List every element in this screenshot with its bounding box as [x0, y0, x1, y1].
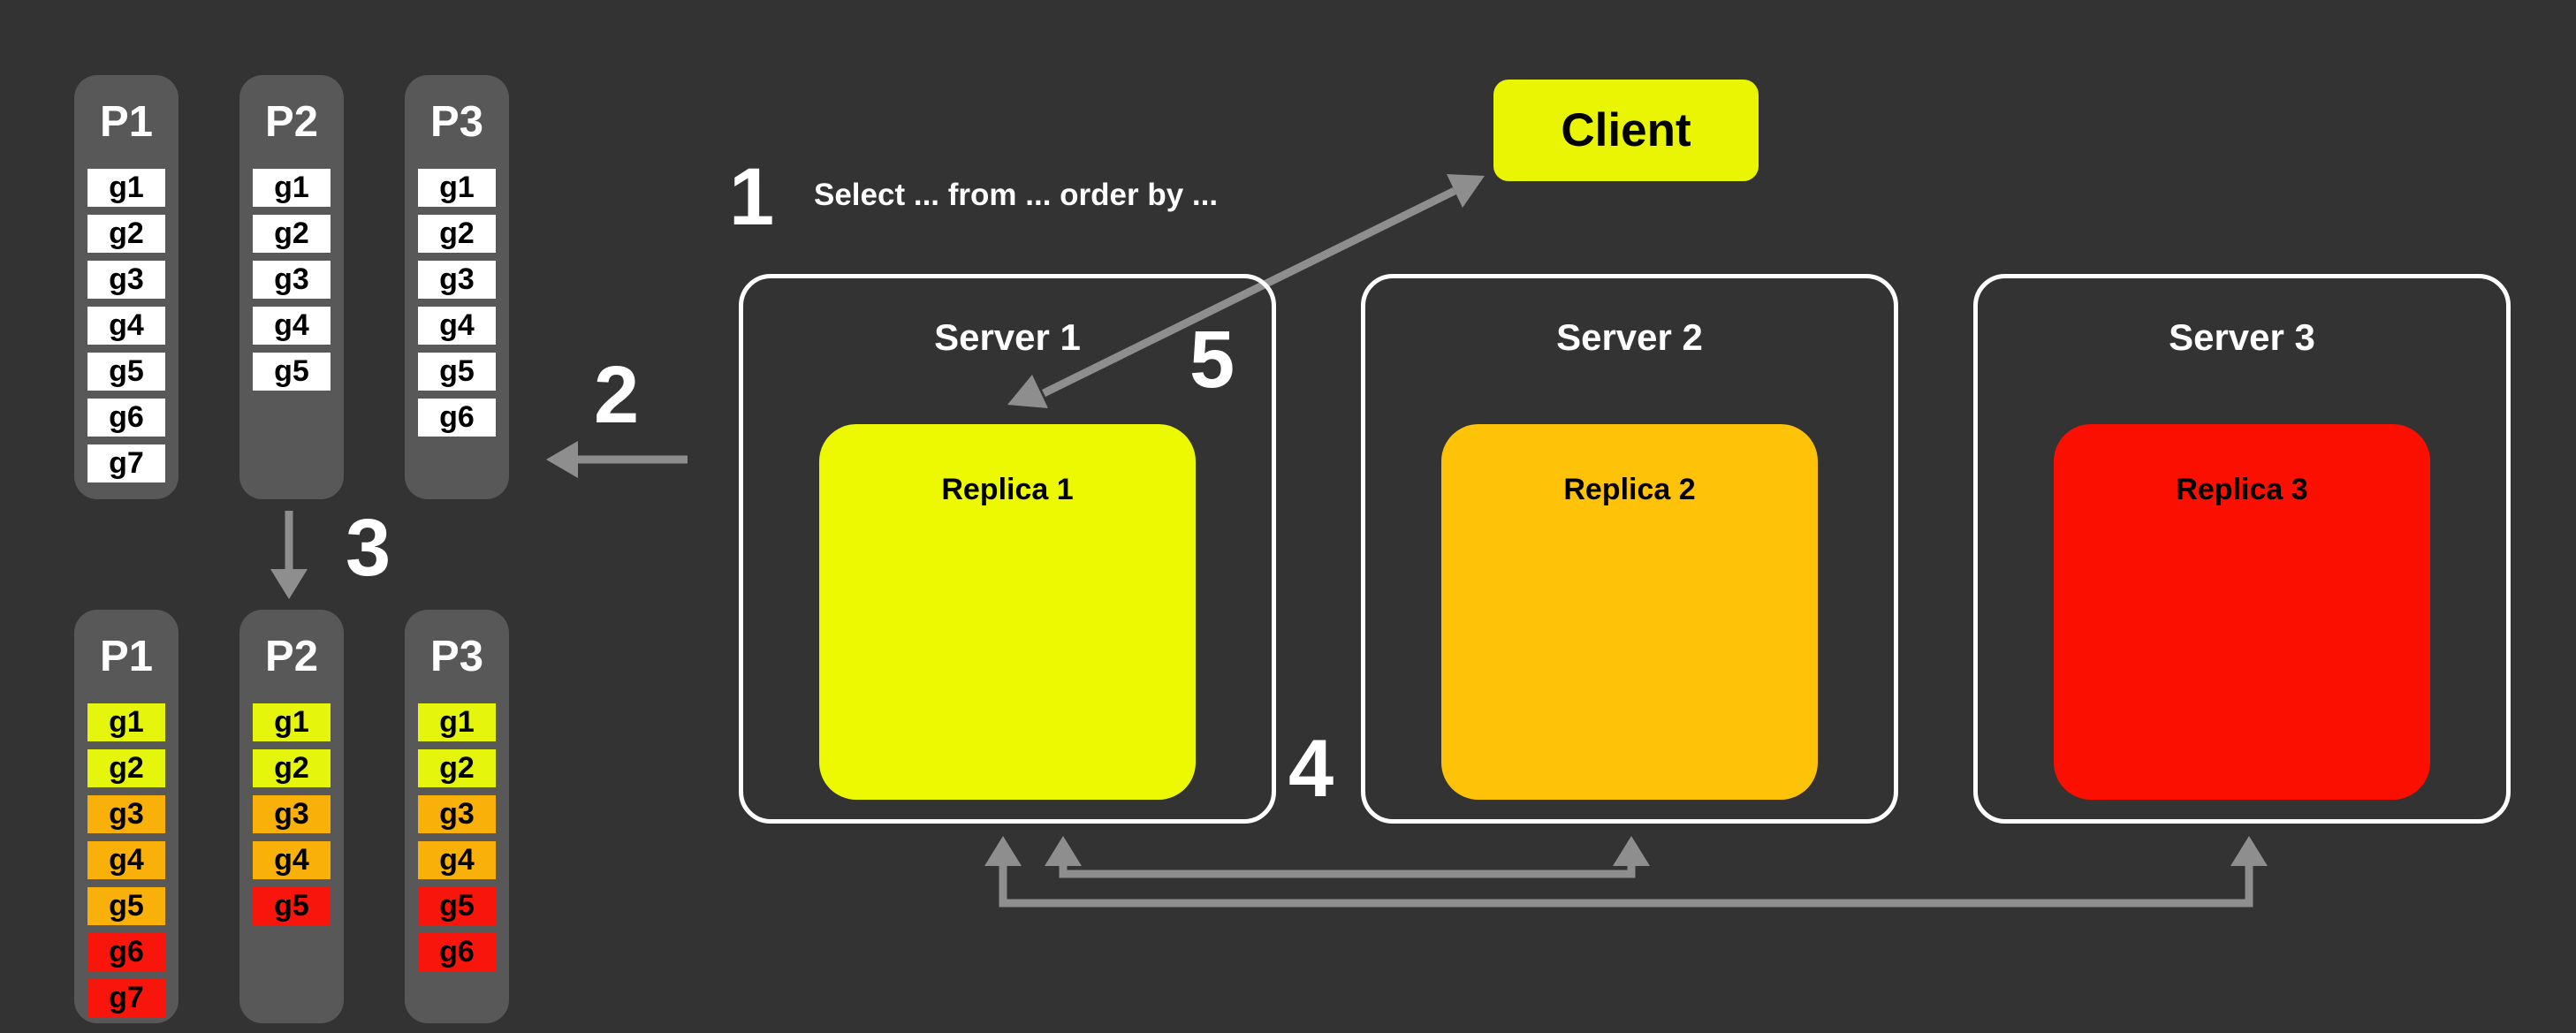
partition-title: P3 [430, 98, 483, 146]
partition-before-p2: P2 g1 g2 g3 g4 g5 [239, 75, 344, 499]
partition-item-g1: g1 [418, 703, 496, 741]
partition-item-g1: g1 [418, 169, 496, 207]
partition-item-g2: g2 [418, 215, 496, 253]
server-2-box: Server 2 Replica 2 [1361, 274, 1898, 824]
partition-after-p3: P3 g1 g2 g3 g4 g5 g6 [405, 610, 509, 1023]
partition-item-g4: g4 [87, 841, 165, 879]
arrow-replication-server1-server2 [1045, 836, 1650, 878]
client-label: Client [1561, 104, 1691, 156]
partition-item-g4: g4 [253, 307, 331, 345]
partition-before-p3: P3 g1 g2 g3 g4 g5 g6 [405, 75, 509, 499]
partition-item-g7: g7 [87, 979, 165, 1017]
partition-item-g3: g3 [87, 261, 165, 299]
partition-item-g3: g3 [253, 795, 331, 833]
partition-item-g3: g3 [418, 261, 496, 299]
partition-item-g4: g4 [87, 307, 165, 345]
partition-item-g5: g5 [87, 887, 165, 925]
replica-box: Replica 2 [1441, 424, 1818, 800]
partition-item-g2: g2 [87, 215, 165, 253]
partition-item-g2: g2 [418, 749, 496, 787]
replica-label: Replica 3 [2176, 473, 2308, 506]
step-3-label: 3 [346, 503, 391, 593]
partition-items: g1 g2 g3 g4 g5 g6 [418, 169, 496, 437]
arrowhead-left [546, 441, 578, 478]
arrowhead-to-client [1447, 174, 1485, 208]
partition-item-g5: g5 [253, 353, 331, 391]
partition-item-g1: g1 [87, 703, 165, 741]
partition-item-g3: g3 [418, 795, 496, 833]
partition-item-g6: g6 [418, 399, 496, 437]
arrowhead-down [270, 569, 308, 599]
replica-box: Replica 3 [2054, 424, 2430, 800]
partition-item-g2: g2 [87, 749, 165, 787]
partition-items: g1 g2 g3 g4 g5 [253, 169, 331, 391]
server-title: Server 3 [2169, 316, 2315, 358]
partition-item-g3: g3 [253, 261, 331, 299]
partition-item-g6: g6 [87, 399, 165, 437]
replica-box: Replica 1 [819, 424, 1196, 800]
arrowhead-up-server3 [2230, 836, 2268, 866]
partition-after-p1: P1 g1 g2 g3 g4 g5 g6 g7 [74, 610, 179, 1023]
arrowhead-up-server1-inner [1045, 836, 1082, 866]
partition-before-p1: P1 g1 g2 g3 g4 g5 g6 g7 [74, 75, 179, 499]
partition-item-g4: g4 [418, 841, 496, 879]
partition-item-g6: g6 [87, 933, 165, 971]
partition-after-p2: P2 g1 g2 g3 g4 g5 [239, 610, 344, 1023]
partition-item-g6: g6 [418, 933, 496, 971]
step-4-label: 4 [1288, 724, 1334, 814]
arrowhead-up-server2 [1613, 836, 1650, 866]
partition-title: P3 [430, 633, 483, 680]
server-1-box: Server 1 Replica 1 [739, 274, 1276, 824]
partition-title: P1 [100, 633, 153, 680]
partition-title: P1 [100, 98, 153, 146]
server-title: Server 1 [934, 316, 1081, 358]
partition-item-g2: g2 [253, 215, 331, 253]
partition-item-g1: g1 [253, 703, 331, 741]
partition-item-g5: g5 [418, 887, 496, 925]
arrowhead-up-server1-outer [984, 836, 1022, 866]
partition-items: g1 g2 g3 g4 g5 [253, 703, 331, 925]
step-1-label: 1 [729, 152, 775, 242]
arrow-step3-down [270, 511, 308, 599]
partition-items: g1 g2 g3 g4 g5 g6 [418, 703, 496, 971]
server-3-box: Server 3 Replica 3 [1973, 274, 2511, 824]
partition-item-g1: g1 [253, 169, 331, 207]
server-title: Server 2 [1556, 316, 1703, 358]
client-box: Client [1493, 80, 1759, 181]
partition-item-g4: g4 [253, 841, 331, 879]
partition-title: P2 [265, 633, 318, 680]
step-5-label: 5 [1189, 315, 1235, 405]
partition-item-g1: g1 [87, 169, 165, 207]
partition-item-g4: g4 [418, 307, 496, 345]
replica-label: Replica 1 [941, 473, 1074, 506]
partition-title: P2 [265, 98, 318, 146]
partition-item-g3: g3 [87, 795, 165, 833]
query-text: Select ... from ... order by ... [814, 178, 1219, 212]
partition-item-g5: g5 [418, 353, 496, 391]
partition-item-g5: g5 [253, 887, 331, 925]
partition-item-g5: g5 [87, 353, 165, 391]
arrow-step2-left [546, 441, 688, 478]
partition-item-g2: g2 [253, 749, 331, 787]
partition-items: g1 g2 g3 g4 g5 g6 g7 [87, 703, 165, 1017]
partition-item-g7: g7 [87, 444, 165, 482]
partition-items: g1 g2 g3 g4 g5 g6 g7 [87, 169, 165, 482]
arrow-replication-server1-server3 [984, 836, 2268, 908]
replica-label: Replica 2 [1563, 473, 1696, 506]
step-2-label: 2 [594, 350, 640, 440]
